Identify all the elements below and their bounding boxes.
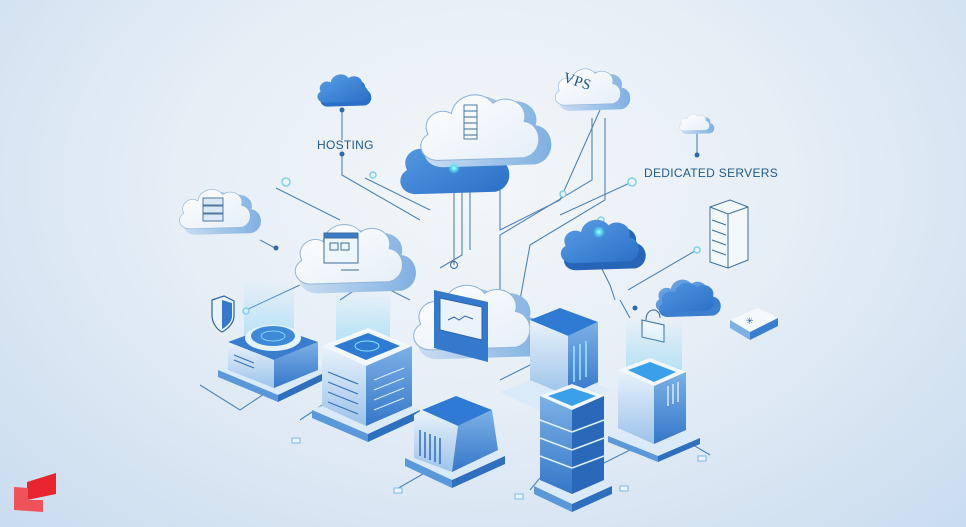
- server-right: [608, 358, 700, 462]
- database-icon: [202, 197, 224, 222]
- browser-cloud: [294, 223, 416, 294]
- brand-logo: [14, 473, 56, 512]
- monitor-icon: [434, 290, 488, 362]
- left-cloud: [178, 189, 261, 235]
- key-icon: ✳: [730, 308, 778, 340]
- small-cloud-top-right: [679, 113, 715, 135]
- ground-connectors: [291, 437, 707, 500]
- small-blue-cloud-right: [655, 279, 721, 318]
- hosting-cloud: [317, 74, 372, 107]
- server-angled: [405, 396, 505, 488]
- blue-cloud-right: [560, 219, 646, 271]
- hosting-label: HOSTING: [317, 138, 374, 152]
- svg-text:✳: ✳: [746, 317, 754, 327]
- monitor-cloud: [412, 284, 546, 362]
- shield-icon: [211, 295, 235, 333]
- connection-nodes: [273, 107, 700, 311]
- central-cloud: [400, 94, 552, 195]
- server-round-top: [218, 325, 330, 402]
- server-tall-left: [312, 328, 420, 442]
- server-rack-outline-icon: [709, 199, 749, 269]
- server-rack-icon: [463, 104, 478, 140]
- browser-window-icon: [323, 232, 359, 271]
- dedicated-servers-label: DEDICATED SERVERS: [644, 166, 779, 180]
- server-stack-center: [534, 384, 612, 512]
